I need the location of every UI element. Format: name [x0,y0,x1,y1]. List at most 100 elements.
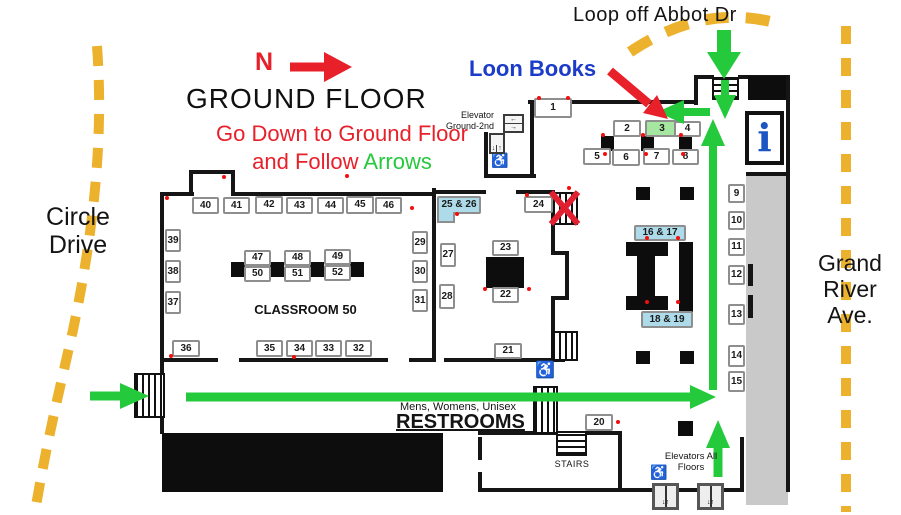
wall-segment [432,190,486,194]
marker-dot [222,175,226,179]
booth-29: 29 [412,231,428,254]
marker-dot [292,355,296,359]
booth-11: 11 [728,238,745,256]
wall-segment [694,75,714,79]
booth-14: 14 [728,345,745,367]
wall-segment [444,358,565,362]
booth-41: 41 [223,197,250,214]
wall-segment [239,358,388,362]
wall-segment [484,132,488,178]
booth-45: 45 [346,196,374,214]
marker-dot [601,133,605,137]
instruction-line2-green: Arrows [363,149,432,174]
booth-25&26: 25 & 26 [437,196,481,214]
marker-dot [165,196,169,200]
booth-34: 34 [286,340,313,357]
booth-2526-extension [437,212,455,223]
page-title: GROUND FLOOR [186,83,427,114]
marker-dot [169,354,173,358]
restrooms-label: RESTROOMS [396,411,525,433]
marker-dot [616,420,620,424]
elevator-door-icon: ↓↑ [652,483,679,510]
booth-22: 22 [492,287,519,303]
road-abbot-loop [626,11,782,57]
booth-9: 9 [728,184,745,203]
wall-segment [189,170,235,174]
marker-dot [676,300,680,304]
booth-33: 33 [315,340,342,357]
table-block [679,242,693,312]
booth-3: 3 [645,120,679,137]
wall-segment [528,100,698,104]
booth-2: 2 [613,120,641,137]
marker-dot [676,236,680,240]
marker-dot [525,193,529,197]
marker-dot [681,152,685,156]
marker-dot [455,212,459,216]
wall-segment [231,192,436,196]
marker-dot [641,133,645,137]
booth-40: 40 [192,197,219,214]
wall-segment [516,190,555,194]
street-label-circle-drive: Circle Drive [46,203,110,259]
marker-dot [527,287,531,291]
table-block [678,421,693,436]
booth-20: 20 [585,414,613,431]
marker-dot [410,206,414,210]
wheelchair-icon: ♿ [650,464,668,480]
booth-47: 47 [244,250,271,266]
table-block [636,187,650,200]
booth-1: 1 [534,98,572,118]
wall-segment [748,264,753,286]
info-icon: i [757,115,772,160]
booth-30: 30 [412,260,428,283]
elevator-door-icon: ↓↑ [697,483,724,510]
wall-segment [786,75,790,492]
wall-segment [160,362,164,375]
table-block [486,257,524,288]
wall-segment [565,251,569,300]
restrooms-sublabel: Mens, Womens, Unisex [400,401,516,413]
east-wall-strip [746,172,788,505]
booth-39: 39 [165,229,181,252]
wall-segment [679,488,700,492]
marker-dot [603,152,607,156]
wall-segment [748,295,753,318]
wall-segment [478,437,482,460]
wall-segment [409,358,435,362]
wall-segment [160,416,164,434]
green-route-arrows [90,30,741,477]
wall-segment [551,296,555,334]
table-block [680,351,694,364]
booth-36: 36 [172,340,200,357]
table-block [637,256,655,297]
marker-dot [483,287,487,291]
wall-segment [724,488,744,492]
table-block [636,351,650,364]
wall-segment [160,192,164,362]
north-arrow [290,52,352,82]
marker-dot [345,174,349,178]
booth-37: 37 [165,291,181,314]
instruction-line1: Go Down to Ground Floor [216,121,468,146]
booth-51: 51 [284,266,311,282]
booth-32: 32 [345,340,372,357]
wall-segment [432,188,436,362]
wall-segment [160,358,218,362]
marker-dot [645,300,649,304]
wall-segment [530,100,534,178]
marker-dot [566,96,570,100]
wall-segment [478,472,482,492]
wheelchair-icon: ♿ [535,362,555,379]
information-desk: i [745,111,784,165]
table-block [350,262,364,277]
elevator-icon: ←→ [503,114,524,133]
wall-segment [551,222,555,255]
compass-north: N [255,48,274,76]
wall-segment [694,75,698,105]
booth-52: 52 [324,265,351,281]
booth-31: 31 [412,289,428,312]
instruction-line2: and Follow Arrows [182,149,502,175]
stairs-label: STAIRS [554,459,590,469]
